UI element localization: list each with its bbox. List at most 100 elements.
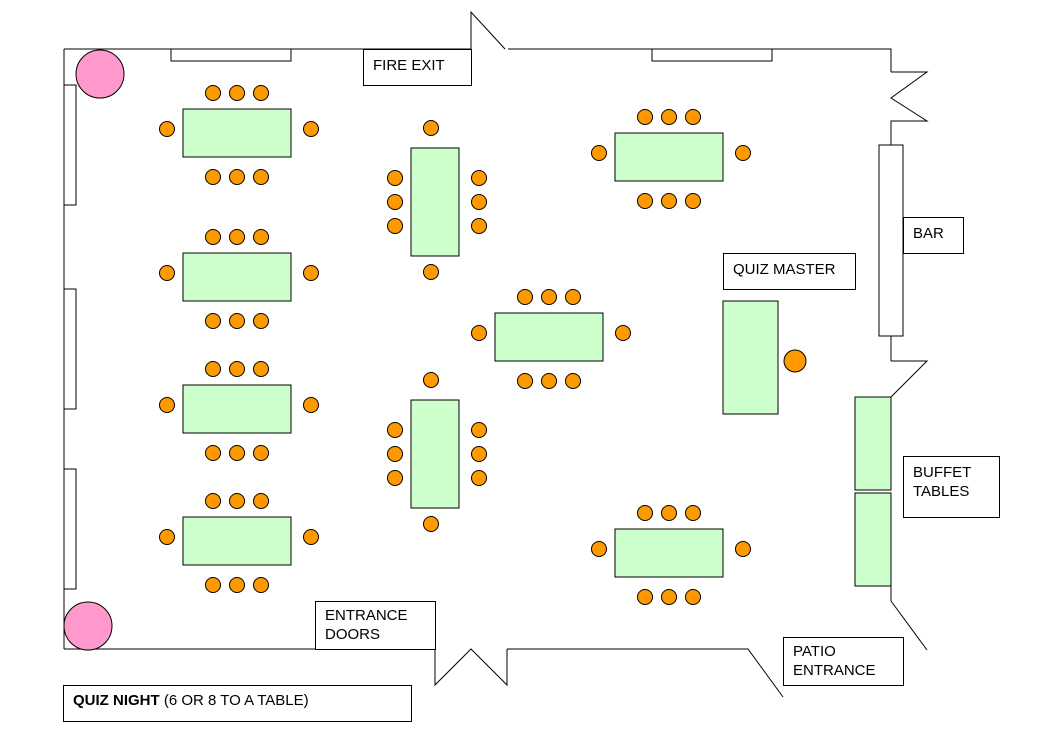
chair — [229, 493, 245, 509]
chair — [387, 470, 403, 486]
chair — [229, 85, 245, 101]
chair — [685, 193, 701, 209]
chair — [591, 145, 607, 161]
chair — [387, 446, 403, 462]
table — [182, 108, 292, 158]
chair — [387, 194, 403, 210]
tables — [182, 108, 779, 578]
chair — [229, 577, 245, 593]
chair — [541, 289, 557, 305]
chair — [205, 85, 221, 101]
chair — [159, 265, 175, 281]
chair — [735, 541, 751, 557]
window-left-1 — [63, 84, 77, 206]
caption-subtitle: (6 OR 8 TO A TABLE) — [159, 692, 309, 709]
chair — [423, 372, 439, 388]
table — [182, 384, 292, 434]
pillars — [63, 49, 125, 651]
chair — [423, 516, 439, 532]
pillar-top-left — [75, 49, 125, 99]
top-wall-right — [508, 48, 892, 72]
chair — [637, 505, 653, 521]
chair — [541, 373, 557, 389]
buffet-table-1 — [854, 396, 892, 491]
fire-exit-label: FIRE EXIT — [363, 49, 472, 86]
chair — [637, 193, 653, 209]
window-top-2 — [651, 48, 773, 62]
chair — [565, 289, 581, 305]
chair — [159, 397, 175, 413]
bottom-wall-right — [507, 648, 784, 698]
chair — [387, 218, 403, 234]
chair — [517, 289, 533, 305]
chair — [735, 145, 751, 161]
bar-counter — [878, 144, 904, 337]
table — [182, 252, 292, 302]
chair — [471, 446, 487, 462]
chair — [661, 589, 677, 605]
chair — [471, 422, 487, 438]
chair — [303, 121, 319, 137]
quiz-night-caption: QUIZ NIGHT (6 OR 8 TO A TABLE) — [63, 685, 412, 722]
chair — [205, 493, 221, 509]
quiz-master-label: QUIZ MASTER — [723, 253, 856, 290]
chair — [303, 397, 319, 413]
chair — [205, 313, 221, 329]
entrance-doors-zigzag — [434, 648, 508, 687]
chair — [253, 361, 269, 377]
chair — [303, 529, 319, 545]
chair — [229, 361, 245, 377]
chair — [253, 229, 269, 245]
chair — [229, 313, 245, 329]
fire-exit-door — [470, 10, 506, 50]
patio-entrance-label: PATIO ENTRANCE — [783, 637, 904, 686]
bar-label: BAR — [903, 217, 964, 254]
chairs — [159, 85, 807, 605]
bar-door-zigzag — [890, 71, 929, 145]
entrance-doors-label: ENTRANCE DOORS — [315, 601, 436, 650]
table — [722, 300, 779, 415]
chair — [253, 313, 269, 329]
table — [494, 312, 604, 362]
table — [614, 528, 724, 578]
chair — [615, 325, 631, 341]
chair — [159, 121, 175, 137]
table — [410, 147, 460, 257]
table — [410, 399, 460, 509]
chair — [229, 445, 245, 461]
chair — [253, 577, 269, 593]
chair — [423, 264, 439, 280]
chair — [471, 194, 487, 210]
chair — [387, 422, 403, 438]
chair — [637, 109, 653, 125]
chair — [591, 541, 607, 557]
chair — [471, 470, 487, 486]
chair — [205, 361, 221, 377]
pillar-bottom-left — [63, 601, 113, 651]
window-left-2 — [63, 288, 77, 410]
chair — [229, 169, 245, 185]
chair — [637, 589, 653, 605]
chair — [783, 349, 807, 373]
chair — [661, 505, 677, 521]
window-top-1 — [170, 48, 292, 62]
chair — [205, 169, 221, 185]
table — [614, 132, 724, 182]
chair — [471, 170, 487, 186]
chair — [253, 85, 269, 101]
chair — [253, 445, 269, 461]
buffet-tables-label: BUFFET TABLES — [903, 456, 1000, 518]
windows — [63, 48, 773, 590]
window-left-3 — [63, 468, 77, 590]
caption-title: QUIZ NIGHT — [73, 692, 160, 709]
patio-door-line — [890, 600, 928, 651]
chair — [517, 373, 533, 389]
chair — [423, 120, 439, 136]
chair — [685, 505, 701, 521]
chair — [565, 373, 581, 389]
buffet-table-2 — [854, 492, 892, 587]
chair — [661, 109, 677, 125]
bar-fixtures — [878, 144, 904, 337]
buffet-tables — [854, 396, 892, 587]
